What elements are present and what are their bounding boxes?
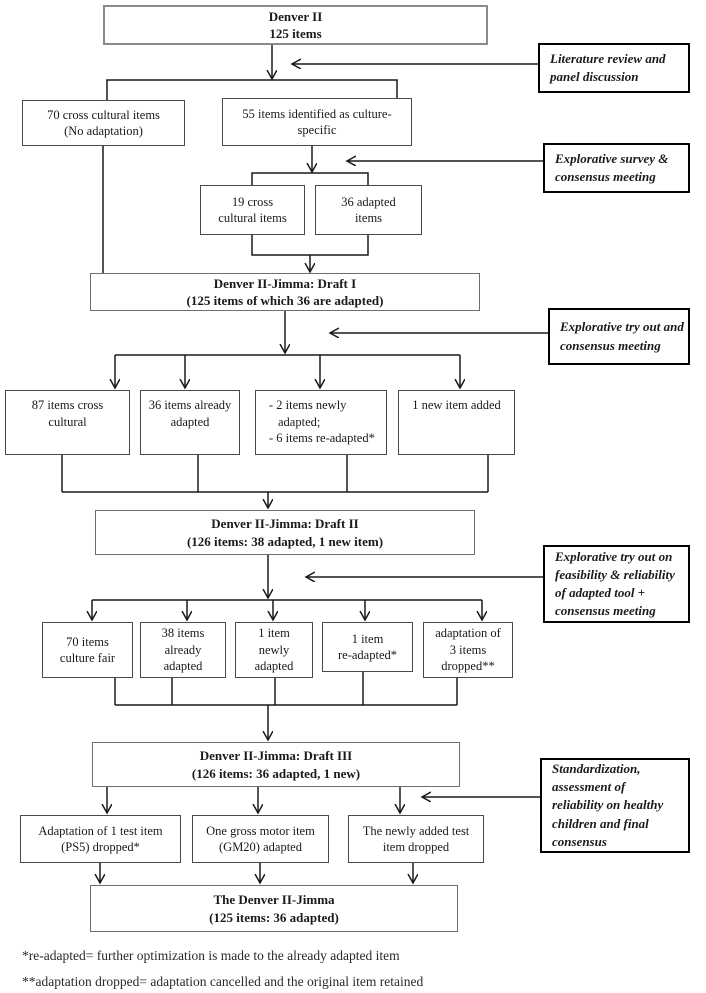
box-1-new-item-added: 1 new item added bbox=[398, 390, 515, 455]
box-gm20-adapted: One gross motor item (GM20) adapted bbox=[192, 815, 329, 863]
side-box-explorative-survey: Explorative survey & consensus meeting bbox=[543, 143, 690, 193]
side-box-literature-review: Literature review and panel discussion bbox=[538, 43, 690, 93]
box-draft-3: Denver II-Jimma: Draft III (126 items: 3… bbox=[92, 742, 460, 787]
footnote-adaptation-dropped: **adaptation dropped= adaptation cancell… bbox=[22, 974, 424, 989]
box-1-item-newly-adapted: 1 item newly adapted bbox=[235, 622, 313, 678]
connector-merge-into-draft3 bbox=[114, 672, 458, 740]
footnote-readapted: *re-adapted= further optimization is mad… bbox=[22, 948, 400, 963]
connector-merge-into-draft2 bbox=[61, 455, 489, 508]
box-denver-ii: Denver II 125 items bbox=[103, 5, 488, 45]
list-item-6-readapted: - 6 items re-adapted* bbox=[269, 431, 375, 445]
side-box-feasibility-reliability: Explorative try out on feasibility & rel… bbox=[543, 545, 690, 623]
connector-draft2-split bbox=[92, 599, 482, 620]
box-70-cross-cultural: 70 cross cultural items (No adaptation) bbox=[22, 100, 185, 146]
box-new-item-dropped: The newly added test item dropped bbox=[348, 815, 484, 863]
connector-draft3-split bbox=[107, 787, 400, 813]
connector-merge-into-draft1 bbox=[251, 235, 369, 272]
connector-draft1-split bbox=[115, 354, 460, 388]
connector-culture55-split bbox=[251, 146, 369, 185]
connector-denver2-to-level1 bbox=[106, 45, 398, 100]
box-draft-2: Denver II-Jimma: Draft II (126 items: 38… bbox=[95, 510, 475, 555]
box-items-newly-readapted: - 2 items newly adapted; - 6 items re-ad… bbox=[255, 390, 387, 455]
box-1-item-readapted: 1 item re-adapted* bbox=[322, 622, 413, 672]
side-box-standardization: Standardization, assessment of reliabili… bbox=[540, 758, 690, 853]
box-adaptation-3-items-dropped: adaptation of 3 items dropped** bbox=[423, 622, 513, 678]
box-36-adapted-items: 36 adapted items bbox=[315, 185, 422, 235]
box-70-items-culture-fair: 70 items culture fair bbox=[42, 622, 133, 678]
box-draft-1: Denver II-Jimma: Draft I (125 items of w… bbox=[90, 273, 480, 311]
connector-into-final bbox=[100, 863, 413, 883]
box-denver-ii-jimma-final: The Denver II-Jimma (125 items: 36 adapt… bbox=[90, 885, 458, 932]
side-box-explorative-tryout: Explorative try out and consensus meetin… bbox=[548, 308, 690, 365]
box-ps5-dropped: Adaptation of 1 test item (PS5) dropped* bbox=[20, 815, 181, 863]
box-87-items-cross-cultural: 87 items cross cultural bbox=[5, 390, 130, 455]
box-36-items-already-adapted: 36 items already adapted bbox=[140, 390, 240, 455]
box-55-culture-specific: 55 items identified as culture- specific bbox=[222, 98, 412, 146]
list-item-2-newly-adapted: - 2 items newly adapted; bbox=[269, 398, 347, 429]
box-38-items-already-adapted: 38 items already adapted bbox=[140, 622, 226, 678]
box-19-cross-cultural: 19 cross cultural items bbox=[200, 185, 305, 235]
